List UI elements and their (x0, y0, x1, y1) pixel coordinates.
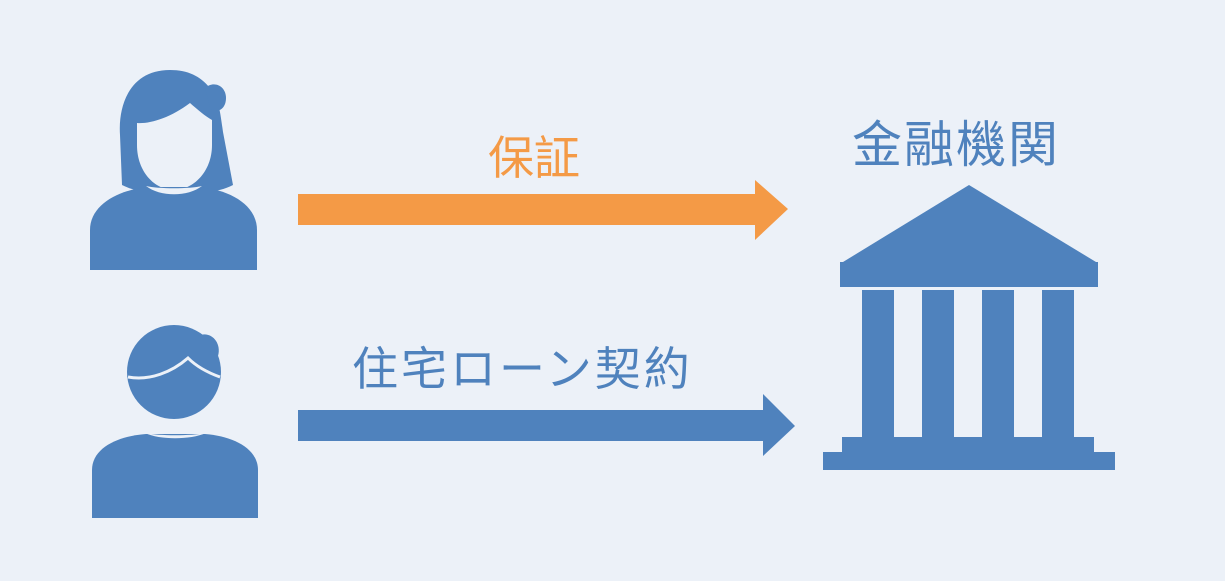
financial-institution-label: 金融機関 (852, 116, 1060, 174)
guarantee-label: 保証 (488, 131, 580, 185)
loan-contract-label: 住宅ローン契約 (352, 342, 693, 396)
